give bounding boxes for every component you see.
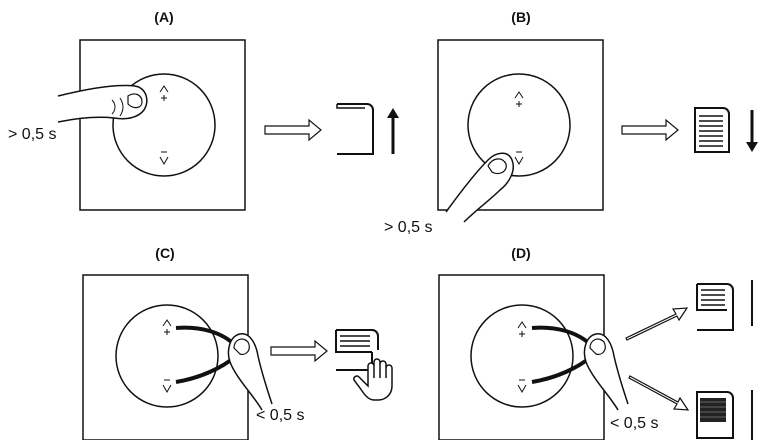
blind-preset-down-icon xyxy=(696,390,753,440)
panel-d: (D) < 0,5 s xyxy=(438,245,753,441)
panel-c-up-symbol xyxy=(162,319,172,335)
panel-a-up-symbol xyxy=(159,85,169,101)
arrow-right-icon xyxy=(621,118,679,142)
panel-c-down-symbol xyxy=(162,379,172,394)
arrow-right-icon xyxy=(270,339,328,363)
panel-b-duration: > 0,5 s xyxy=(384,219,432,236)
blind-preset-up-icon xyxy=(696,280,753,331)
panel-b-up-symbol xyxy=(514,91,524,107)
arrow-up-right-icon xyxy=(625,307,689,341)
panel-d-duration: < 0,5 s xyxy=(610,415,658,432)
finger-press-icon xyxy=(57,84,148,123)
panel-b-down-symbol xyxy=(514,151,524,166)
panel-a-down-symbol xyxy=(159,151,169,166)
arrow-right-icon xyxy=(264,118,322,142)
panel-b-frame xyxy=(437,39,604,211)
panel-c-button xyxy=(115,304,219,408)
hand-stop-icon xyxy=(353,358,393,401)
panel-a-duration: > 0,5 s xyxy=(8,126,56,143)
panel-a: (A) > 0,5 s xyxy=(8,9,399,211)
panel-d-up-symbol xyxy=(517,321,527,337)
panel-b-label: (B) xyxy=(511,9,530,25)
panel-a-label: (A) xyxy=(154,9,173,25)
panel-d-label: (D) xyxy=(511,245,530,261)
blind-up-icon xyxy=(336,103,399,155)
panel-a-frame xyxy=(79,39,246,211)
arrow-down-right-icon xyxy=(628,375,690,411)
finger-press-icon xyxy=(583,333,629,411)
blind-down-icon xyxy=(694,107,758,153)
panel-b-button xyxy=(467,73,571,177)
finger-press-icon xyxy=(445,152,514,223)
panel-c: (C) < 0,5 s xyxy=(82,245,393,441)
finger-press-icon xyxy=(227,333,273,411)
panel-d-button xyxy=(470,304,574,408)
panel-b: (B) > 0,5 s xyxy=(384,9,758,236)
panel-d-down-symbol xyxy=(517,379,527,394)
panel-c-label: (C) xyxy=(155,245,174,261)
panel-c-duration: < 0,5 s xyxy=(256,407,304,424)
